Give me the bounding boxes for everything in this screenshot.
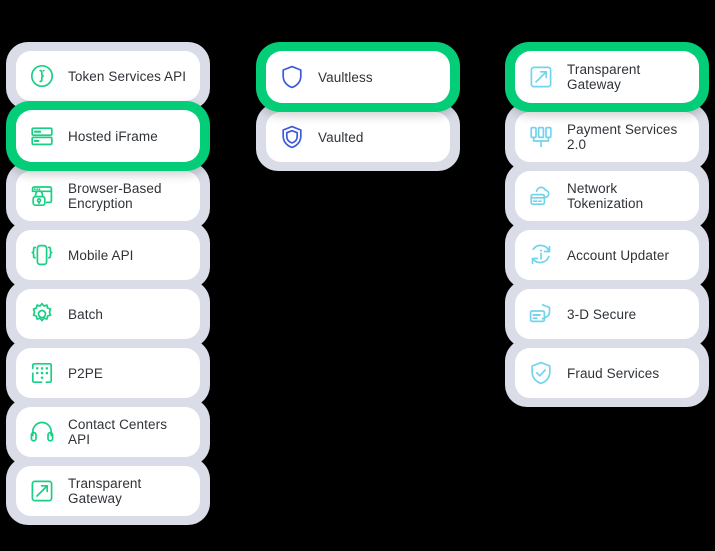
card-body[interactable]: Browser-Based Encryption [16,171,200,221]
card-body[interactable]: Hosted iFrame [16,110,200,162]
card-label: Batch [68,306,104,322]
card-token-services-api[interactable]: Token Services API [6,42,210,110]
card-body[interactable]: Token Services API [16,51,200,101]
browser-lock-icon [27,181,57,211]
shield-layered-icon [277,122,307,152]
shield-plain-icon [277,62,307,92]
card-hosted-iframe[interactable]: Hosted iFrame [6,101,210,171]
card-label: Contact Centers API [68,417,168,447]
card-body[interactable]: Vaultless [266,51,450,103]
cloud-card-icon [526,181,556,211]
card-label: 3-D Secure [567,306,637,322]
card-body[interactable]: Account Updater [515,230,699,280]
token-braces-circle-icon [27,61,57,91]
card-body[interactable]: Network Tokenization [515,171,699,221]
card-body[interactable]: Mobile API [16,230,200,280]
card-label: Hosted iFrame [68,128,158,144]
card-body[interactable]: Vaulted [266,112,450,162]
card-body[interactable]: 3-D Secure [515,289,699,339]
card-body[interactable]: P2PE [16,348,200,398]
card-tag-icon [526,299,556,329]
card-label: Account Updater [567,247,670,263]
info-refresh-icon [526,240,556,270]
card-vaultless[interactable]: Vaultless [256,42,460,112]
hosted-iframe-fields-icon [27,121,57,151]
gear-icon [27,299,57,329]
card-fraud-services[interactable]: Fraud Services [505,339,709,407]
keypad-grid-icon [27,358,57,388]
card-account-updater[interactable]: Account Updater [505,221,709,289]
card-contact-centers-api[interactable]: Contact Centers API [6,398,210,466]
shield-check-icon [526,358,556,388]
card-transparent-gateway[interactable]: Transparent Gateway [505,42,709,112]
card-label: Token Services API [68,68,187,84]
card-transparent-gateway[interactable]: Transparent Gateway [6,457,210,525]
card-label: Network Tokenization [567,181,644,211]
card-label: Transparent Gateway [567,62,641,92]
card-body[interactable]: Payment Services 2.0 [515,112,699,162]
card-body[interactable]: Transparent Gateway [515,51,699,103]
headset-icon [27,417,57,447]
card-batch[interactable]: Batch [6,280,210,348]
card-label: Mobile API [68,247,134,263]
card-p2pe[interactable]: P2PE [6,339,210,407]
card-3-d-secure[interactable]: 3-D Secure [505,280,709,348]
card-label: Vaultless [318,69,373,85]
card-mobile-api[interactable]: Mobile API [6,221,210,289]
card-body[interactable]: Transparent Gateway [16,466,200,516]
expand-arrow-square-icon [526,62,556,92]
card-label: P2PE [68,365,103,381]
card-body[interactable]: Fraud Services [515,348,699,398]
payment-bars-icon [526,122,556,152]
card-label: Browser-Based Encryption [68,181,162,211]
card-body[interactable]: Batch [16,289,200,339]
card-network-tokenization[interactable]: Network Tokenization [505,162,709,230]
card-body[interactable]: Contact Centers API [16,407,200,457]
expand-arrow-square-icon [27,476,57,506]
mobile-braces-icon [27,240,57,270]
card-label: Payment Services 2.0 [567,122,678,152]
card-vaulted[interactable]: Vaulted [256,103,460,171]
card-browser-based-encryption[interactable]: Browser-Based Encryption [6,162,210,230]
card-label: Vaulted [318,129,364,145]
card-label: Fraud Services [567,365,660,381]
card-label: Transparent Gateway [68,476,142,506]
card-payment-services-2-0[interactable]: Payment Services 2.0 [505,103,709,171]
